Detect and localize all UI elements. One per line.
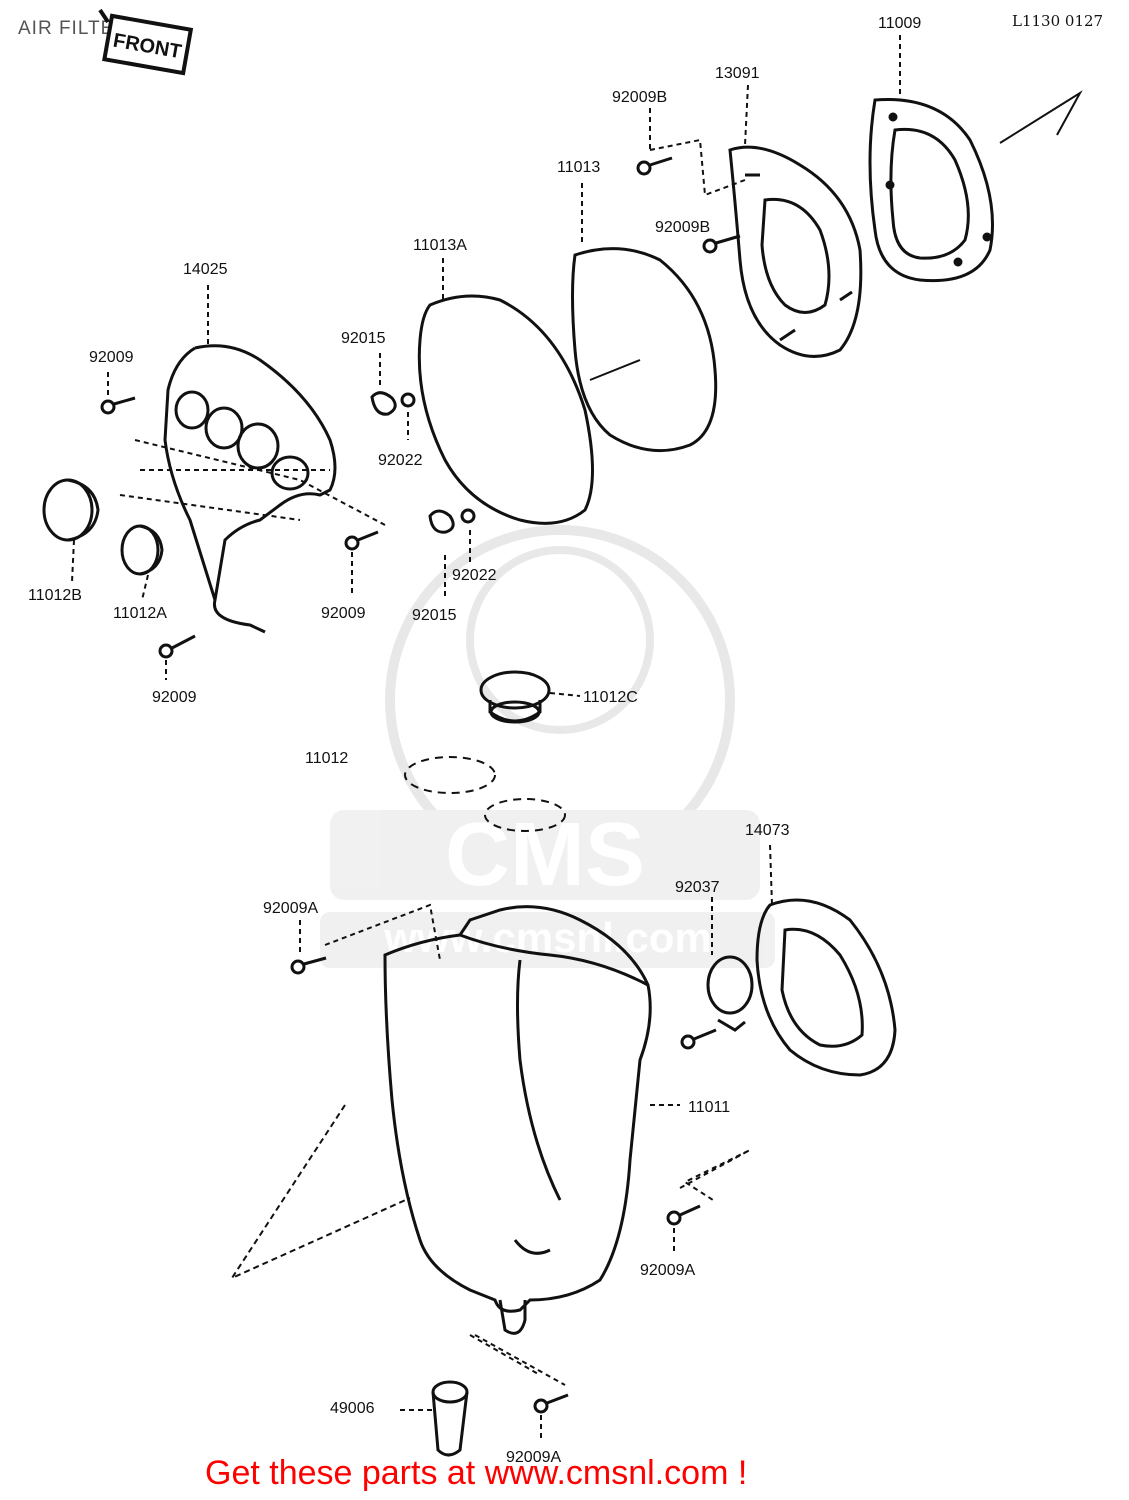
- diagram-title: AIR FILTER: [18, 18, 129, 39]
- label-11012B: 11012B: [28, 587, 82, 604]
- part-13091-holder: [728, 145, 863, 358]
- wing-nut-icon: [370, 391, 476, 534]
- label-11012: 11012: [305, 750, 348, 767]
- label-11009: 11009: [878, 15, 921, 32]
- label-92009A-right: 92009A: [640, 1262, 695, 1279]
- part-49006-filter: [431, 1380, 469, 1457]
- label-92015-top: 92015: [341, 330, 386, 347]
- watermark-brand: CMS: [445, 805, 645, 905]
- clamp-92037: [706, 955, 754, 1032]
- diagram-code: L1130 0127: [1012, 12, 1104, 30]
- label-14073: 14073: [745, 822, 790, 839]
- front-tag: FRONT: [102, 13, 194, 76]
- leader-lines: [71, 35, 901, 1442]
- label-14025: 14025: [183, 261, 228, 278]
- label-92009A-left: 92009A: [263, 900, 318, 917]
- label-11012C: 11012C: [583, 689, 638, 706]
- label-92009B-mid: 92009B: [655, 219, 710, 236]
- label-11011: 11011: [688, 1099, 730, 1116]
- label-92009-left: 92009: [89, 349, 134, 366]
- cap-11012C: [479, 670, 551, 724]
- label-92037: 92037: [675, 879, 720, 896]
- label-92015-bottom: 92015: [412, 607, 457, 624]
- part-14073-plate: [755, 898, 897, 1077]
- label-92009A-bottom: 92009A: [506, 1449, 561, 1466]
- part-14025-panel: [163, 344, 337, 634]
- part-11012-ring: [404, 756, 566, 832]
- label-92009B-top: 92009B: [612, 89, 667, 106]
- part-11013A-cover: [417, 294, 594, 525]
- label-92022-bottom: 92022: [452, 567, 497, 584]
- part-11013-element: [571, 247, 718, 453]
- label-11012A: 11012A: [113, 605, 167, 622]
- bolt-icon: [100, 156, 741, 1414]
- label-92009-mid: 92009: [321, 605, 366, 622]
- label-11013A: 11013A: [413, 237, 467, 254]
- label-92022-top: 92022: [378, 452, 423, 469]
- part-11009-plate: [868, 98, 994, 283]
- label-92009-bottom: 92009: [152, 689, 197, 706]
- footer-link[interactable]: Get these parts at www.cmsnl.com !: [205, 1454, 748, 1492]
- label-13091: 13091: [715, 65, 760, 82]
- cap-11012A: [120, 524, 164, 576]
- label-49006: 49006: [330, 1400, 375, 1417]
- part-11011-case: [383, 905, 652, 1335]
- label-11013: 11013: [557, 159, 600, 176]
- part-labels: 11009 13091 92009B 11013 92009B 11013A 1…: [28, 15, 921, 1466]
- cap-11012B: [42, 478, 100, 542]
- watermark: CMS www.cmsnl.com: [320, 525, 775, 968]
